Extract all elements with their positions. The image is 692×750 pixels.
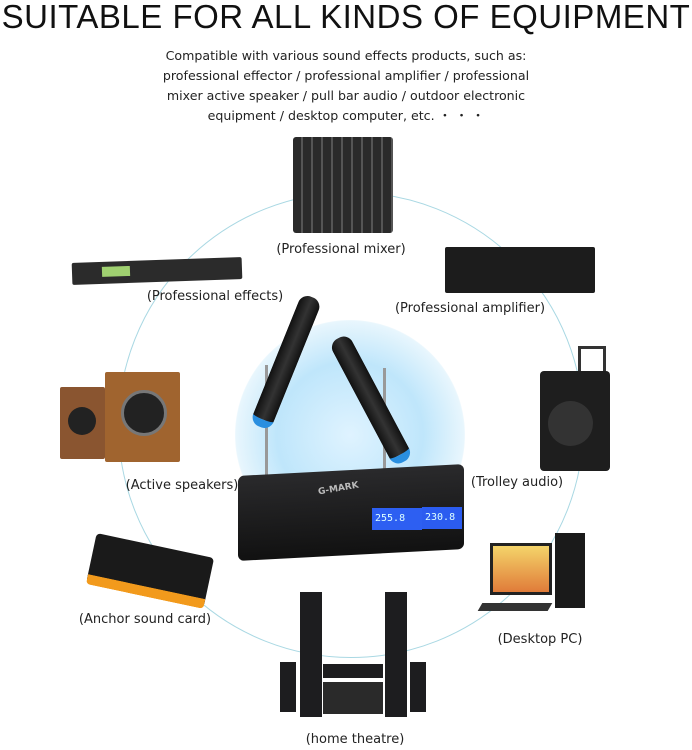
label-amplifier: (Professional amplifier) bbox=[394, 301, 546, 316]
label-pc: (Desktop PC) bbox=[497, 632, 583, 647]
label-theatre: (home theatre) bbox=[305, 732, 405, 747]
speakers-image bbox=[60, 372, 180, 462]
lcd-channel-b: 230.8 bbox=[422, 507, 462, 529]
keyboard bbox=[477, 603, 553, 611]
center-speaker bbox=[323, 664, 383, 678]
label-effects: (Professional effects) bbox=[146, 289, 284, 304]
tower-speaker-right bbox=[385, 592, 407, 717]
label-mixer: (Professional mixer) bbox=[276, 242, 406, 257]
desktop-pc-image bbox=[477, 533, 590, 623]
pc-tower bbox=[555, 533, 585, 608]
trolley-image bbox=[540, 346, 610, 474]
satellite-speaker-right bbox=[410, 662, 426, 712]
trolley-handle bbox=[578, 346, 606, 376]
trolley-body bbox=[540, 371, 610, 471]
speaker-small bbox=[60, 387, 105, 459]
label-speakers: (Active speakers) bbox=[125, 478, 239, 493]
label-trolley: (Trolley audio) bbox=[470, 475, 564, 490]
home-theatre-image bbox=[275, 592, 435, 722]
monitor bbox=[490, 543, 552, 595]
label-soundcard: (Anchor sound card) bbox=[78, 612, 212, 627]
satellite-speaker-left bbox=[280, 662, 296, 712]
description: Compatible with various sound effects pr… bbox=[162, 48, 530, 123]
mixer-image bbox=[293, 137, 393, 233]
lcd-channel-a: 255.8 bbox=[372, 508, 422, 530]
page-title: SUITABLE FOR ALL KINDS OF EQUIPMENT bbox=[1, 0, 691, 35]
speaker-large bbox=[105, 372, 180, 462]
av-receiver bbox=[323, 682, 383, 714]
amplifier-image bbox=[445, 247, 595, 293]
effects-display bbox=[101, 265, 131, 277]
tower-speaker-left bbox=[300, 592, 322, 717]
